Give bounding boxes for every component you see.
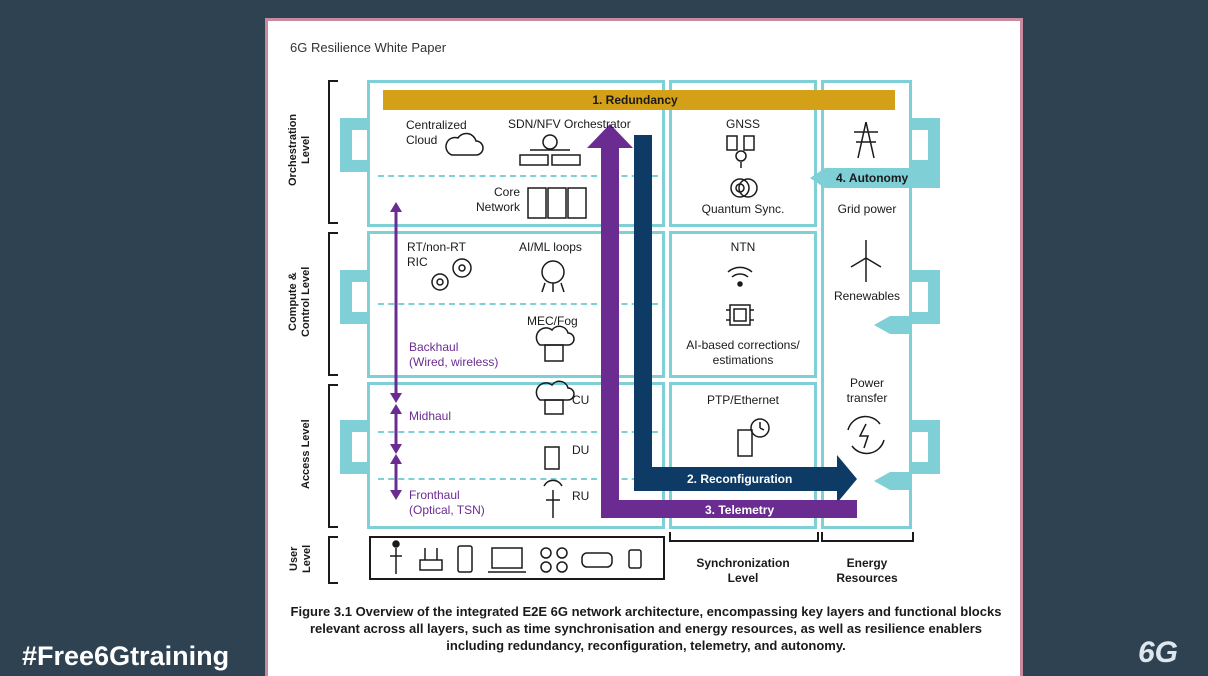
- reconfiguration-label: 2. Reconfiguration: [687, 472, 793, 486]
- dashed-separator: [378, 431, 658, 433]
- gears-icon: [431, 258, 472, 291]
- orchestrator-icon: [519, 134, 581, 166]
- sdn-nfv-orchestrator-label: SDN/NFV Orchestrator: [508, 117, 631, 131]
- fog-server-icon: [535, 325, 575, 362]
- energy-teal-arrow: [874, 316, 912, 334]
- sync-level-label: Synchronization Level: [696, 556, 790, 585]
- core-network-icon: [527, 187, 587, 219]
- teal-connectors-right: [912, 118, 940, 474]
- midhaul-label: Midhaul: [409, 409, 452, 423]
- power-transfer-label: Power transfer: [846, 376, 888, 405]
- redundancy-label: 1. Redundancy: [592, 93, 678, 107]
- vr-headset-icon: [581, 552, 613, 568]
- drone-icon: [540, 547, 568, 573]
- fronthaul-label: Fronthaul (Optical, TSN): [409, 488, 485, 517]
- sync-bracket: [669, 532, 819, 542]
- grid-power-label: Grid power: [837, 202, 897, 216]
- router-icon: [419, 548, 443, 571]
- telemetry-arrow: [587, 124, 857, 518]
- quantum-sync-label: Quantum Sync.: [701, 202, 785, 216]
- user-bracket: [328, 536, 338, 584]
- cu-label: CU: [572, 393, 590, 407]
- ntn-label: NTN: [730, 240, 756, 254]
- centralized-cloud-label: Centralized Cloud: [406, 118, 467, 147]
- energy-teal-arrow: [874, 472, 912, 490]
- person-icon: [390, 540, 402, 574]
- figure-caption: Figure 3.1 Overview of the integrated E2…: [290, 604, 1002, 653]
- paper-title: 6G Resilience White Paper: [290, 40, 447, 55]
- backhaul-label: Backhaul (Wired, wireless): [409, 340, 499, 369]
- du-label: DU: [572, 443, 590, 457]
- renewables-label: Renewables: [833, 289, 901, 303]
- wind-turbine-icon: [850, 240, 882, 282]
- wireless-icon: [727, 266, 753, 287]
- ptp-ethernet-label: PTP/Ethernet: [706, 393, 780, 407]
- laptop-icon: [488, 547, 526, 573]
- telemetry-label: 3. Telemetry: [705, 503, 775, 517]
- energy-bracket: [821, 532, 914, 542]
- gnss-label: GNSS: [725, 117, 760, 131]
- free6gtraining-hashtag: #Free6Gtraining: [22, 641, 230, 671]
- cu-server-icon: [535, 380, 575, 415]
- compute-bracket: [328, 232, 338, 376]
- smartwatch-icon: [628, 549, 642, 569]
- haul-links: [390, 202, 402, 500]
- cloud-icon: [445, 132, 484, 156]
- ru-label: RU: [572, 489, 590, 503]
- quantum-sync-icon: [730, 178, 758, 198]
- mec-fog-label: MEC/Fog: [527, 314, 578, 328]
- smartphone-icon: [457, 545, 473, 573]
- power-pylon-icon: [854, 121, 878, 159]
- ai-chip-icon: [726, 304, 754, 326]
- teal-connectors-left: [340, 118, 368, 474]
- dashed-separator: [378, 478, 658, 480]
- redundancy-bar: [383, 90, 895, 110]
- aiml-loops-label: AI/ML loops: [519, 240, 582, 254]
- satellite-icon: [726, 135, 755, 168]
- ai-corrections-label: AI-based corrections/ estimations: [686, 338, 800, 367]
- du-server-icon: [544, 446, 560, 470]
- orchestration-bracket: [328, 80, 338, 224]
- access-bracket: [328, 384, 338, 528]
- dashed-separator: [378, 303, 658, 305]
- power-transfer-icon: [847, 415, 885, 455]
- 6g-logo: 6G: [1138, 636, 1179, 669]
- autonomy-arrow: [810, 168, 940, 188]
- dashed-separator: [378, 175, 658, 177]
- ru-antenna-icon: [543, 479, 563, 518]
- autonomy-label: 4. Autonomy: [836, 171, 909, 185]
- core-network-label: Core Network: [475, 185, 520, 214]
- brain-icon: [541, 260, 565, 293]
- ptp-clock-icon: [737, 418, 770, 457]
- ric-label: RT/non-RT RIC: [407, 240, 466, 269]
- energy-resources-label: Energy Resources: [836, 556, 898, 585]
